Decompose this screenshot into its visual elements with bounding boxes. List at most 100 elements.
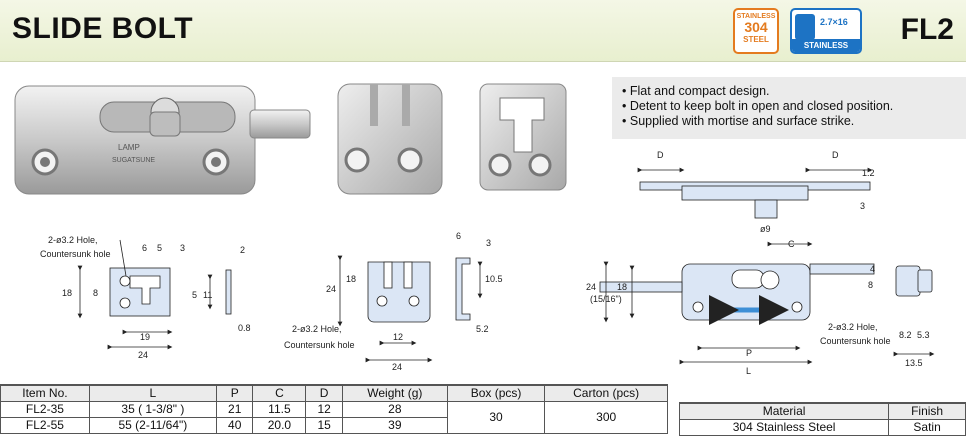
- screw-size: 2.7×16: [820, 17, 848, 27]
- badge-steel-line3: STEEL: [743, 35, 769, 44]
- cell-item-no: FL2-35: [0, 400, 90, 418]
- drawing-mid-labels: 6 3 24 18 10.5 2-ø3.2 Hole, Countersunk …: [284, 231, 503, 372]
- surface-strike-photo: [479, 83, 567, 191]
- drawing-left-labels: 2-ø3.2 Hole, Countersunk hole 6 5 3 18 8…: [40, 235, 251, 360]
- right-hole-note-1: 2-ø3.2 Hole,: [828, 322, 878, 332]
- right-dim-C: C: [788, 239, 795, 249]
- mid-hole-note-2: Countersunk hole: [284, 340, 355, 350]
- left-dim-18: 18: [62, 288, 72, 298]
- feature-item: Flat and compact design.: [622, 84, 966, 99]
- right-hole-note-2: Countersunk hole: [820, 336, 891, 346]
- left-hole-note-2: Countersunk hole: [40, 249, 111, 259]
- feature-item: Detent to keep bolt in open and closed p…: [622, 99, 966, 114]
- cell-weight: 28: [341, 400, 448, 418]
- cell-c: 20.0: [252, 416, 307, 434]
- col-d: D: [305, 384, 343, 402]
- mid-dim-6: 6: [456, 231, 461, 241]
- right-dim-D2: D: [832, 150, 839, 160]
- right-dim-53: 5.3: [917, 330, 930, 340]
- left-dim-11: 11: [203, 290, 212, 300]
- cell-p: 21: [215, 400, 254, 418]
- table-row: FL2-55 55 (2-11/64") 40 20.0 15 39: [0, 416, 668, 434]
- right-dim-9: ø9: [760, 224, 771, 234]
- screw-label: STAINLESS: [792, 39, 860, 52]
- header-bar: SLIDE BOLT STAINLESS 304 STEEL 2.7×16 ST…: [0, 0, 966, 62]
- cell-finish: Satin: [888, 418, 966, 436]
- col-l: L: [88, 384, 217, 402]
- col-finish: Finish: [888, 402, 966, 420]
- table-row: 304 Stainless Steel Satin: [678, 418, 966, 436]
- left-dim-6: 6: [142, 243, 147, 253]
- col-material: Material: [678, 402, 890, 420]
- bolt-photo: LAMP SUGATSUNE: [14, 85, 311, 195]
- page-title: SLIDE BOLT: [12, 12, 194, 45]
- drawing-surface-strike: [77, 239, 232, 350]
- cell-item-no: FL2-55: [0, 416, 90, 434]
- col-weight: Weight (g): [341, 384, 448, 402]
- drawing-mortise-strike: [337, 255, 483, 363]
- right-dim-4: 4: [870, 264, 875, 274]
- left-hole-note-1: 2-ø3.2 Hole,: [48, 235, 98, 245]
- mid-dim-12: 12: [393, 332, 403, 342]
- col-carton: Carton (pcs): [544, 384, 668, 402]
- col-item-no: Item No.: [0, 384, 90, 402]
- cell-carton: 300: [544, 400, 668, 434]
- left-dim-5a: 5: [157, 243, 162, 253]
- right-dim-135: 13.5: [905, 358, 923, 368]
- left-dim-19: 19: [140, 332, 150, 342]
- left-dim-5b: 5: [192, 290, 197, 300]
- material-table: Material Finish 304 Stainless Steel Sati…: [678, 402, 966, 436]
- cell-p: 40: [215, 416, 254, 434]
- right-dim-18: 18: [617, 282, 627, 292]
- screw-badge: 2.7×16 STAINLESS: [790, 8, 862, 54]
- feature-item: Supplied with mortise and surface strike…: [622, 114, 966, 129]
- engraving-2: SUGATSUNE: [112, 157, 155, 164]
- spec-header-row: Item No. L P C D Weight (g) Box (pcs) Ca…: [0, 384, 668, 402]
- cell-l: 55 (2-11/64"): [88, 416, 217, 434]
- left-dim-8: 8: [93, 288, 98, 298]
- drawing-bolt: [599, 167, 935, 365]
- stainless-304-badge: STAINLESS 304 STEEL: [733, 8, 779, 54]
- col-box: Box (pcs): [446, 384, 546, 402]
- cell-box: 30: [446, 400, 546, 434]
- right-dim-24: 24: [586, 282, 596, 292]
- product-code: FL2: [900, 13, 954, 46]
- feature-list: Flat and compact design. Detent to keep …: [612, 77, 966, 139]
- left-dim-24: 24: [138, 350, 148, 360]
- right-dim-D1: D: [657, 150, 664, 160]
- mid-dim-52: 5.2: [476, 324, 489, 334]
- mid-dim-105: 10.5: [485, 274, 503, 284]
- cell-d: 12: [305, 400, 343, 418]
- right-dim-8: 8: [868, 280, 873, 290]
- mid-hole-note-1: 2-ø3.2 Hole,: [292, 324, 342, 334]
- right-dim-12: 1.2: [862, 168, 875, 178]
- left-dim-2: 2: [240, 245, 245, 255]
- cell-c: 11.5: [252, 400, 307, 418]
- material-header-row: Material Finish: [678, 402, 966, 420]
- engraving-1: LAMP: [118, 143, 140, 152]
- cell-material: 304 Stainless Steel: [678, 418, 890, 436]
- cell-d: 15: [305, 416, 343, 434]
- left-dim-08: 0.8: [238, 323, 251, 333]
- cell-weight: 39: [341, 416, 448, 434]
- right-dim-P: P: [746, 348, 752, 358]
- mid-dim-24: 24: [326, 284, 336, 294]
- mortise-strike-photo: [337, 83, 443, 195]
- cell-l: 35 ( 1-3/8" ): [88, 400, 217, 418]
- right-dim-82: 8.2: [899, 330, 912, 340]
- right-dim-24in: (15/16"): [590, 294, 622, 304]
- col-c: C: [252, 384, 307, 402]
- right-dim-L: L: [746, 366, 751, 376]
- badge-steel-line2: 304: [744, 19, 768, 35]
- left-dim-3: 3: [180, 243, 185, 253]
- mid-dim-3: 3: [486, 238, 491, 248]
- col-p: P: [215, 384, 254, 402]
- table-row: FL2-35 35 ( 1-3/8" ) 21 11.5 12 28 30 30…: [0, 400, 668, 434]
- mid-dim-24b: 24: [392, 362, 402, 372]
- mid-dim-18: 18: [346, 274, 356, 284]
- screw-icon: [795, 14, 815, 40]
- right-dim-3: 3: [860, 201, 865, 211]
- spec-table: Item No. L P C D Weight (g) Box (pcs) Ca…: [0, 384, 668, 434]
- badge-steel-line1: STAINLESS: [736, 13, 776, 20]
